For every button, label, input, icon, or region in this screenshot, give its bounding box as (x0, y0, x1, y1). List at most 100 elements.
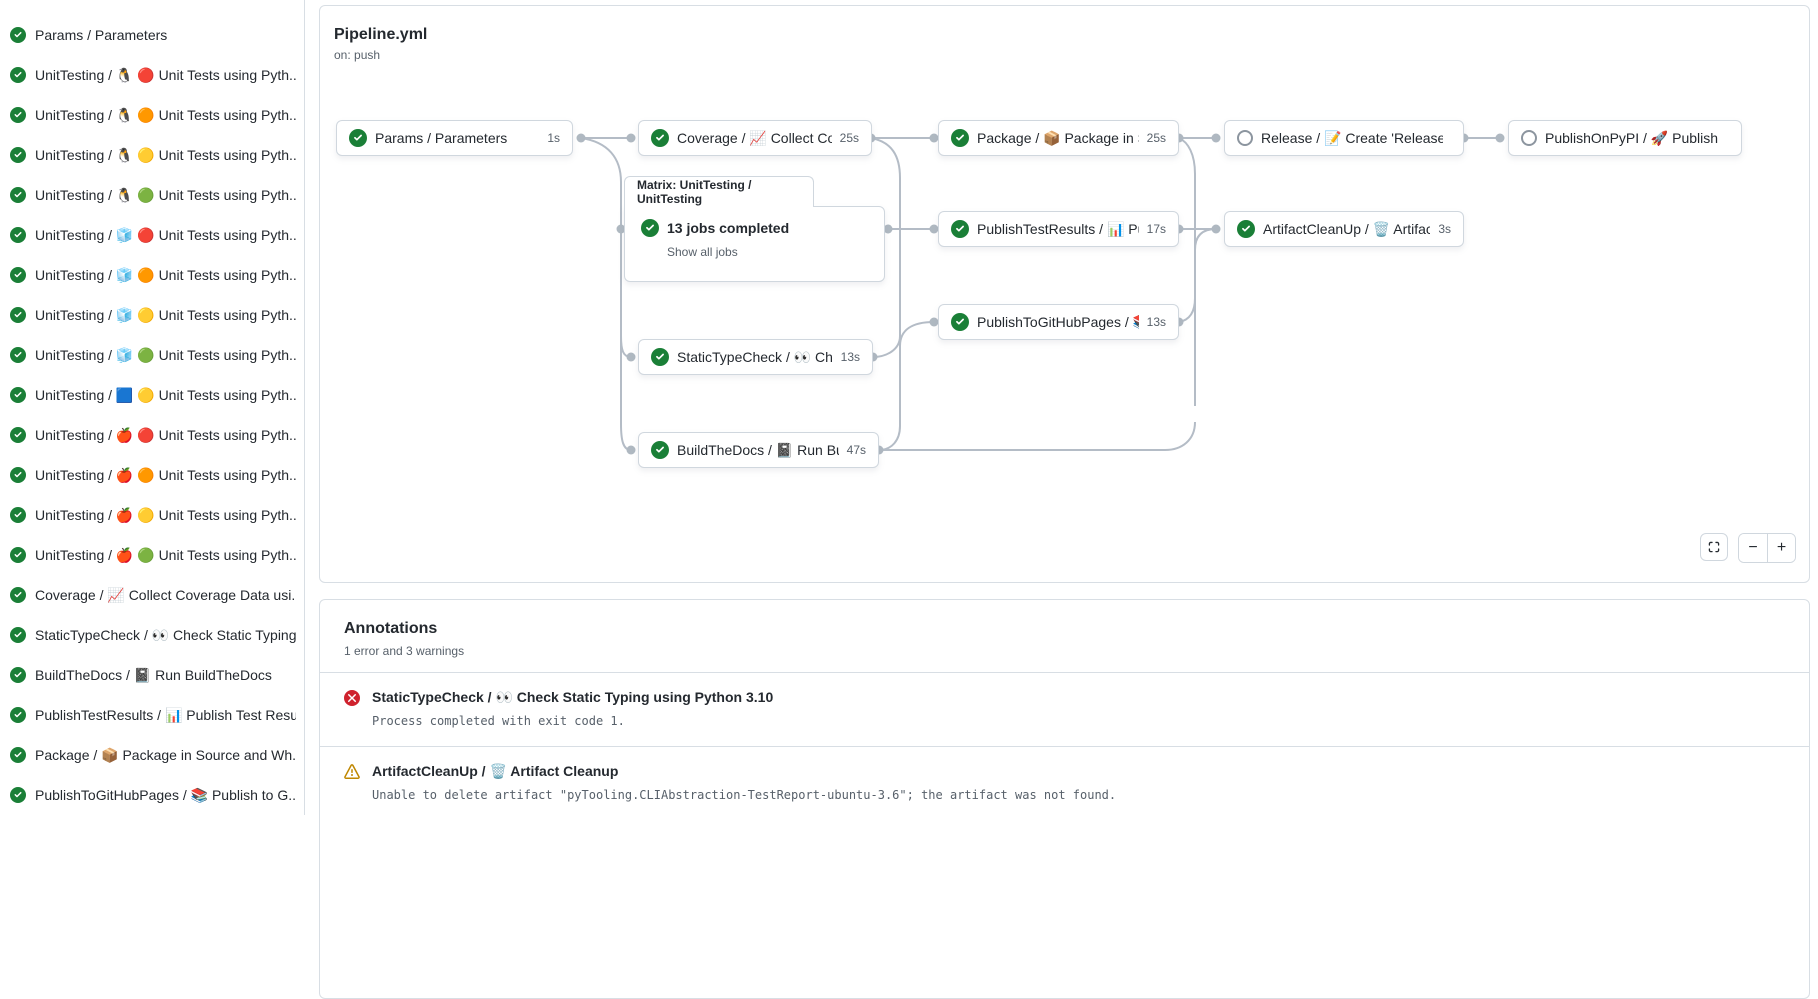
zoom-out-button[interactable]: − (1739, 534, 1767, 562)
success-check-icon (651, 441, 669, 459)
annotation-title-link[interactable]: StaticTypeCheck / 👀 Check Static Typing … (372, 689, 774, 705)
graph-node-release[interactable]: Release / 📝 Create 'Release P... (1224, 120, 1464, 156)
graph-node-statictypecheck[interactable]: StaticTypeCheck / 👀 Chec... 13s (638, 339, 873, 375)
graph-node-params[interactable]: Params / Parameters 1s (336, 120, 573, 156)
annotations-summary: 1 error and 3 warnings (344, 644, 465, 658)
sidebar-job-list: Params / Parameters UnitTesting / 🐧 🔴 Un… (0, 15, 304, 815)
list-item[interactable]: Coverage / 📈 Collect Coverage Data usi..… (0, 575, 304, 615)
success-check-icon (10, 307, 26, 323)
skipped-status-icon (1521, 130, 1537, 146)
node-duration: 3s (1438, 222, 1451, 236)
graph-node-artifactcleanup[interactable]: ArtifactCleanUp / 🗑️ Artifac... 3s (1224, 211, 1464, 247)
annotation-title-link[interactable]: ArtifactCleanUp / 🗑️ Artifact Cleanup (372, 763, 619, 779)
job-label: UnitTesting / 🍎 🔴 Unit Tests using Pyth.… (35, 426, 296, 443)
list-item[interactable]: UnitTesting / 🐧 🔴 Unit Tests using Pyth.… (0, 55, 304, 95)
node-duration: 13s (840, 350, 860, 364)
list-item[interactable]: Package / 📦 Package in Source and Wh... (0, 735, 304, 775)
list-item[interactable]: UnitTesting / 🐧 🟢 Unit Tests using Pyth.… (0, 175, 304, 215)
list-item[interactable]: UnitTesting / 🟦 🟡 Unit Tests using Pyth.… (0, 375, 304, 415)
annotation-message: Unable to delete artifact "pyTooling.CLI… (372, 788, 1117, 802)
node-duration: 25s (1146, 131, 1166, 145)
list-item[interactable]: UnitTesting / 🍎 🟠 Unit Tests using Pyth.… (0, 455, 304, 495)
list-item[interactable]: UnitTesting / 🍎 🟡 Unit Tests using Pyth.… (0, 495, 304, 535)
graph-node-coverage[interactable]: Coverage / 📈 Collect Cove... 25s (638, 120, 872, 156)
list-item[interactable]: PublishToGitHubPages / 📚 Publish to G... (0, 775, 304, 815)
workflow-trigger: on: push (334, 48, 381, 62)
graph-node-publishonpypi[interactable]: PublishOnPyPI / 🚀 Publish to ... (1508, 120, 1742, 156)
list-item[interactable]: UnitTesting / 🍎 🟢 Unit Tests using Pyth.… (0, 535, 304, 575)
zoom-in-button[interactable]: + (1767, 534, 1795, 562)
success-check-icon (651, 348, 669, 366)
graph-node-package[interactable]: Package / 📦 Package in So... 25s (938, 120, 1179, 156)
node-label: Coverage / 📈 Collect Cove... (677, 129, 832, 146)
job-label: Coverage / 📈 Collect Coverage Data usi..… (35, 586, 296, 603)
success-check-icon (10, 627, 26, 643)
annotations-title: Annotations (344, 620, 438, 637)
list-item[interactable]: UnitTesting / 🧊 🟠 Unit Tests using Pyth.… (0, 255, 304, 295)
graph-edges (576, 133, 1505, 455)
list-item[interactable]: UnitTesting / 🧊 🟢 Unit Tests using Pyth.… (0, 335, 304, 375)
node-label: Release / 📝 Create 'Release P... (1261, 129, 1443, 146)
list-item[interactable]: UnitTesting / 🧊 🟡 Unit Tests using Pyth.… (0, 295, 304, 335)
success-check-icon (10, 147, 26, 163)
list-item[interactable]: UnitTesting / 🧊 🔴 Unit Tests using Pyth.… (0, 215, 304, 255)
job-label: UnitTesting / 🐧 🟠 Unit Tests using Pyth.… (35, 106, 296, 123)
job-label: Package / 📦 Package in Source and Wh... (35, 746, 296, 763)
job-label: UnitTesting / 🟦 🟡 Unit Tests using Pyth.… (35, 386, 296, 403)
show-all-jobs-link[interactable]: Show all jobs (667, 245, 738, 259)
graph-node-publishtogithubpages[interactable]: PublishToGitHubPages / 📚 ... 13s (938, 304, 1179, 340)
node-duration: 13s (1146, 315, 1166, 329)
success-check-icon (10, 787, 26, 803)
list-item[interactable]: PublishTestResults / 📊 Publish Test Resu… (0, 695, 304, 735)
job-label: UnitTesting / 🐧 🟢 Unit Tests using Pyth.… (35, 186, 296, 203)
job-label: UnitTesting / 🍎 🟢 Unit Tests using Pyth.… (35, 546, 296, 563)
success-check-icon (951, 313, 969, 331)
matrix-group-box: 13 jobs completed Show all jobs (624, 206, 885, 282)
job-label: PublishTestResults / 📊 Publish Test Resu… (35, 706, 296, 723)
success-check-icon (10, 747, 26, 763)
job-label: UnitTesting / 🐧 🟡 Unit Tests using Pyth.… (35, 146, 296, 163)
success-check-icon (10, 587, 26, 603)
node-label: PublishOnPyPI / 🚀 Publish to ... (1545, 129, 1721, 146)
fullscreen-button[interactable] (1700, 533, 1728, 561)
list-item[interactable]: UnitTesting / 🍎 🔴 Unit Tests using Pyth.… (0, 415, 304, 455)
job-label: UnitTesting / 🍎 🟠 Unit Tests using Pyth.… (35, 466, 296, 483)
node-label: BuildTheDocs / 📓 Run Buil... (677, 441, 839, 458)
annotations-panel: Annotations 1 error and 3 warnings Stati… (319, 599, 1810, 999)
job-sidebar: Params / Parameters UnitTesting / 🐧 🔴 Un… (0, 0, 305, 815)
graph-controls: − + (1700, 533, 1796, 563)
screen-full-icon (1708, 541, 1720, 553)
success-check-icon (349, 129, 367, 147)
node-duration: 1s (547, 131, 560, 145)
success-check-icon (651, 129, 669, 147)
node-label: ArtifactCleanUp / 🗑️ Artifac... (1263, 220, 1431, 237)
success-check-icon (10, 67, 26, 83)
success-check-icon (10, 187, 26, 203)
success-check-icon (10, 107, 26, 123)
graph-node-buildthedocs[interactable]: BuildTheDocs / 📓 Run Buil... 47s (638, 432, 879, 468)
success-check-icon (10, 387, 26, 403)
job-label: UnitTesting / 🧊 🟢 Unit Tests using Pyth.… (35, 346, 296, 363)
list-item[interactable]: UnitTesting / 🐧 🟠 Unit Tests using Pyth.… (0, 95, 304, 135)
zoom-control-group: − + (1738, 533, 1796, 563)
matrix-group-tab: Matrix: UnitTesting / UnitTesting (624, 176, 814, 207)
job-label: UnitTesting / 🐧 🔴 Unit Tests using Pyth.… (35, 66, 296, 83)
list-item[interactable]: UnitTesting / 🐧 🟡 Unit Tests using Pyth.… (0, 135, 304, 175)
job-label: UnitTesting / 🍎 🟡 Unit Tests using Pyth.… (35, 506, 296, 523)
node-label: Package / 📦 Package in So... (977, 129, 1139, 146)
list-item[interactable]: StaticTypeCheck / 👀 Check Static Typing.… (0, 615, 304, 655)
graph-node-publishtestresults[interactable]: PublishTestResults / 📊 Pu... 17s (938, 211, 1179, 247)
job-label: BuildTheDocs / 📓 Run BuildTheDocs (35, 666, 272, 683)
success-check-icon (10, 27, 26, 43)
success-check-icon (10, 267, 26, 283)
workflow-title: Pipeline.yml (334, 26, 428, 43)
node-duration: 47s (846, 443, 866, 457)
list-item[interactable]: Params / Parameters (0, 15, 304, 55)
list-item[interactable]: BuildTheDocs / 📓 Run BuildTheDocs (0, 655, 304, 695)
node-duration: 17s (1146, 222, 1166, 236)
matrix-tab-label: Matrix: UnitTesting / UnitTesting (637, 178, 752, 206)
error-x-circle-icon (344, 690, 360, 706)
success-check-icon (10, 667, 26, 683)
matrix-summary: 13 jobs completed (667, 220, 790, 236)
node-label: PublishTestResults / 📊 Pu... (977, 220, 1139, 237)
